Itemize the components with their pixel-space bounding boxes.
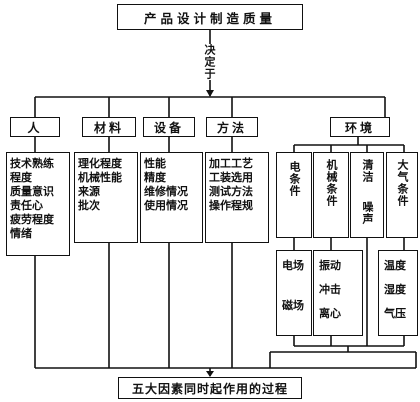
env-mechanical-item: 离心 [319,307,341,320]
env-clean-label: 清洁 [361,159,374,183]
method-item: 测试方法 [209,185,253,198]
method-item: 加工工艺 [209,157,253,170]
env-electric-item: 磁场 [282,299,304,312]
people-item: 情绪 [10,227,32,240]
env-atmosphere-item: 气压 [384,307,406,320]
env-electric-items: 电场 磁场 [276,250,312,336]
bottom-box: 五大因素同时起作用的过程 [118,377,302,399]
material-item: 机械性能 [78,171,122,184]
env-atmosphere-items: 温度 湿度 气压 [378,250,418,336]
bottom-text: 五大因素同时起作用的过程 [131,381,288,396]
method-item: 工装选用 [209,171,253,184]
header-environment: 环境 [330,117,390,137]
people-item: 疲劳程度 [10,213,54,226]
title-box: 产品设计制造质量 [117,4,303,30]
header-people: 人 [10,117,60,137]
env-electric-item: 电场 [282,259,304,272]
env-atmosphere-item: 湿度 [384,283,406,296]
env-electric-label: 电条件 [288,161,301,197]
header-material: 材料 [82,117,136,137]
equipment-items: 性能 精度 维修情况 使用情况 [140,152,203,243]
env-mechanical-box: 机械条件 [313,152,349,238]
material-item: 批次 [78,199,100,212]
material-items: 理化程度 机械性能 来源 批次 [74,152,138,243]
material-item: 来源 [78,185,100,198]
title-text: 产品设计制造质量 [143,10,276,26]
equipment-item: 性能 [144,157,166,170]
method-item: 操作程规 [209,199,253,212]
env-mechanical-item: 振动 [319,259,341,272]
equipment-item: 维修情况 [144,185,188,198]
env-mechanical-item: 冲击 [319,283,341,296]
people-item: 程度 [10,171,32,184]
env-mechanical-label: 机械条件 [325,159,338,207]
people-item: 技术熟练 [10,157,54,170]
env-clean-box: 清洁 噪声 [350,152,384,238]
people-item: 责任心 [10,199,43,212]
equipment-item: 精度 [144,171,166,184]
env-electric-box: 电条件 [276,152,312,238]
people-items: 技术熟练 程度 质量意识 责任心 疲劳程度 情绪 [6,152,70,256]
env-noise-label: 噪声 [361,201,374,225]
method-items: 加工工艺 工装选用 测试方法 操作程规 [205,152,269,243]
env-atmosphere-item: 温度 [384,259,406,272]
header-method: 方法 [206,117,258,137]
people-item: 质量意识 [10,185,54,198]
material-item: 理化程度 [78,157,122,170]
header-equipment: 设备 [143,117,195,137]
env-atmosphere-label: 大气条件 [396,159,409,207]
env-mechanical-items: 振动 冲击 离心 [313,250,363,336]
decide-label: 决定于 [203,44,216,80]
equipment-item: 使用情况 [144,199,188,212]
env-atmosphere-box: 大气条件 [386,152,418,238]
